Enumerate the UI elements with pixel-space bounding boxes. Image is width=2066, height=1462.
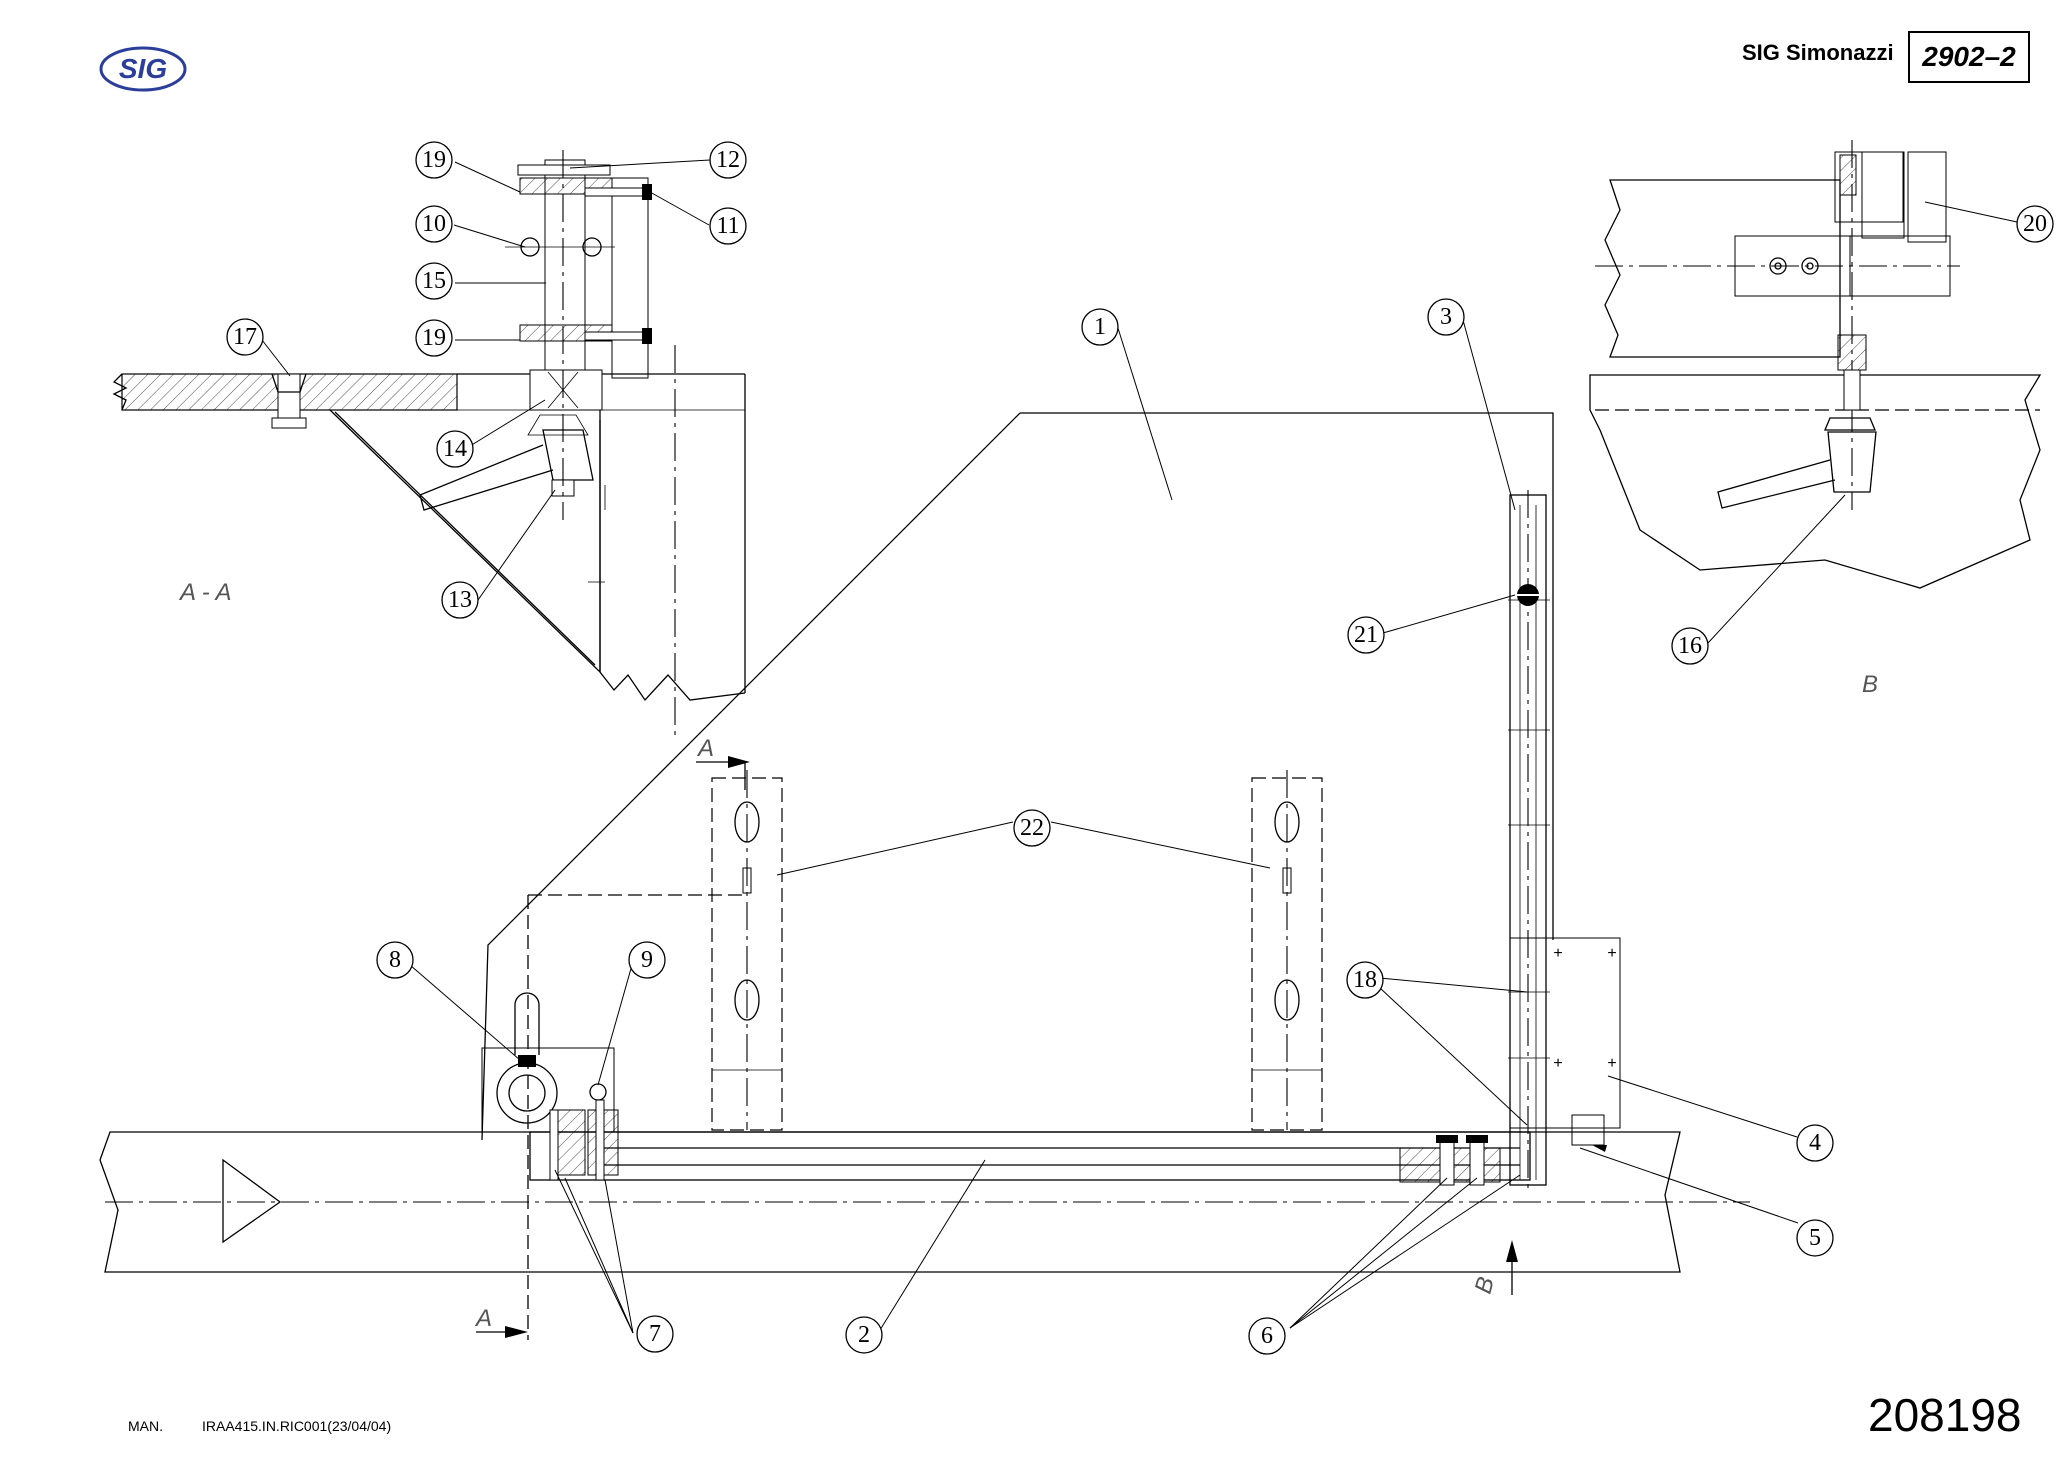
callout-17: 17 (226, 318, 264, 356)
svg-text:+: + (1553, 945, 1562, 962)
callout-12: 12 (709, 141, 747, 179)
svg-text:5: 5 (1809, 1225, 1821, 1251)
callout-7: 7 (636, 1315, 674, 1353)
svg-text:6: 6 (1261, 1323, 1273, 1349)
svg-text:2: 2 (858, 1322, 870, 1348)
sig-logo: SIG (99, 46, 187, 92)
svg-text:+: + (1607, 945, 1616, 962)
svg-text:10: 10 (422, 211, 446, 237)
leader-lines (261, 159, 2018, 1334)
callout-19-bottom: 19 (415, 319, 453, 357)
svg-text:11: 11 (716, 213, 739, 239)
svg-text:12: 12 (716, 147, 740, 173)
callout-14: 14 (436, 430, 474, 468)
svg-text:14: 14 (443, 436, 467, 462)
callout-6: 6 (1248, 1317, 1286, 1355)
svg-text:+: + (1553, 1055, 1562, 1072)
logo-text: SIG (119, 53, 167, 84)
svg-text:8: 8 (389, 947, 401, 973)
section-arrow-b: B (1470, 1274, 1500, 1296)
section-a-a: A - A (112, 150, 746, 735)
svg-text:16: 16 (1678, 633, 1702, 659)
drawing-code: 2902–2 (1908, 31, 2030, 83)
callouts: 19 12 10 11 15 19 17 14 13 1 3 20 21 16 … (226, 141, 2054, 1355)
svg-text:18: 18 (1353, 967, 1377, 993)
callout-10: 10 (415, 205, 453, 243)
svg-text:19: 19 (422, 147, 446, 173)
view-label-detail: B (1862, 671, 1878, 698)
brand-name: SIG Simonazzi (1742, 40, 1894, 65)
svg-text:20: 20 (2023, 211, 2047, 237)
callout-21: 21 (1347, 616, 1385, 654)
callout-11: 11 (709, 207, 747, 245)
svg-text:9: 9 (641, 947, 653, 973)
callout-9: 9 (628, 941, 666, 979)
svg-text:13: 13 (448, 587, 472, 613)
callout-19-top: 19 (415, 141, 453, 179)
svg-text:15: 15 (422, 268, 446, 294)
callout-8: 8 (376, 941, 414, 979)
footer-ref: IRAA415.IN.RIC001(23/04/04) (202, 1418, 392, 1434)
svg-text:21: 21 (1354, 622, 1378, 648)
main-view: A A + + + + (99, 412, 1750, 1340)
svg-text:19: 19 (422, 325, 446, 351)
document-number: 208198 (1868, 1389, 2022, 1441)
callout-20: 20 (2016, 205, 2054, 243)
callout-18: 18 (1346, 961, 1384, 999)
svg-text:+: + (1607, 1055, 1616, 1072)
view-label-section: A - A (178, 579, 232, 606)
callout-3: 3 (1427, 298, 1465, 336)
detail-b: B (1589, 140, 2042, 698)
svg-text:17: 17 (233, 324, 257, 350)
callout-13: 13 (441, 581, 479, 619)
callout-5: 5 (1796, 1219, 1834, 1257)
footer-man: MAN. (128, 1418, 163, 1434)
svg-text:22: 22 (1020, 815, 1044, 841)
svg-text:4: 4 (1809, 1130, 1821, 1156)
callout-2: 2 (845, 1316, 883, 1354)
callout-1: 1 (1081, 308, 1119, 346)
callout-4: 4 (1796, 1124, 1834, 1162)
svg-text:7: 7 (649, 1321, 661, 1347)
callout-16: 16 (1671, 627, 1709, 665)
svg-text:3: 3 (1440, 304, 1452, 330)
callout-15: 15 (415, 262, 453, 300)
section-arrow-a-top: A (696, 735, 714, 762)
callout-22: 22 (1013, 809, 1051, 847)
section-arrow-a-bottom: A (474, 1305, 492, 1332)
svg-text:1: 1 (1094, 314, 1106, 340)
